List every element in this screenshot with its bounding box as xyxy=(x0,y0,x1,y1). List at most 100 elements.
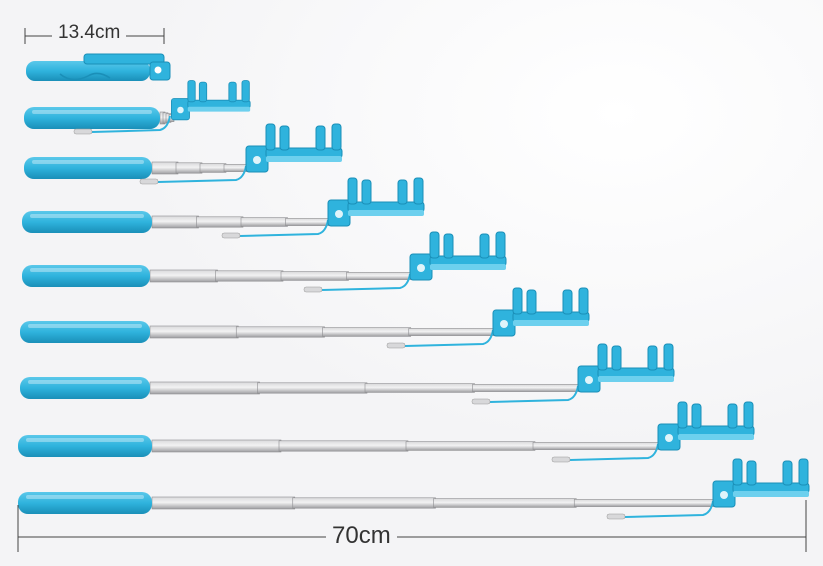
pole-segment xyxy=(199,163,227,173)
clamp-prong xyxy=(526,289,537,315)
clamp-prong xyxy=(743,401,754,429)
collapsed-length-label: 13.4cm xyxy=(52,23,127,42)
pole-segment xyxy=(532,442,663,450)
pole-segment xyxy=(573,499,718,507)
extended-length-label: 70cm xyxy=(326,524,397,548)
stick-handle xyxy=(24,157,152,179)
pole-segment xyxy=(292,497,436,509)
pole-segment xyxy=(472,384,583,392)
audio-plug xyxy=(139,178,159,185)
handle-shine xyxy=(30,268,142,272)
pole-segment xyxy=(280,271,349,281)
pole-segment xyxy=(149,325,239,339)
clamp-prong xyxy=(727,403,738,429)
audio-plug xyxy=(303,286,323,293)
handle-shine xyxy=(32,110,152,114)
stick-handle xyxy=(22,211,152,233)
clamp-screw xyxy=(720,491,728,499)
audio-plug xyxy=(73,128,93,135)
pole-segment xyxy=(151,439,282,453)
phone-clamp xyxy=(409,231,507,281)
phone-clamp xyxy=(657,401,755,451)
clamp-prong xyxy=(611,345,622,371)
selfie-stick xyxy=(22,231,507,293)
pole-segment xyxy=(235,326,325,338)
clamp-prong xyxy=(798,458,809,486)
clamp-pad xyxy=(430,264,506,270)
clamp-prong xyxy=(578,287,589,315)
phone-clamp xyxy=(577,343,675,393)
clamp-prong xyxy=(691,403,702,429)
pole-segment xyxy=(285,218,333,226)
pole-segment xyxy=(257,382,368,394)
pole-segment xyxy=(408,328,498,336)
clamp-prong xyxy=(315,125,326,151)
clamp-prong xyxy=(397,179,408,205)
pole-segment xyxy=(151,496,296,510)
clamp-prong xyxy=(241,80,250,103)
clamp-prong xyxy=(647,345,658,371)
phone-clamp xyxy=(245,123,343,173)
selfie-stick xyxy=(18,458,810,520)
pole-segment xyxy=(151,161,179,175)
clamp-prong xyxy=(347,177,358,205)
clamp-prong xyxy=(331,123,342,151)
stick-handle xyxy=(22,265,150,287)
selfie-stick xyxy=(24,123,343,185)
clamp-pad xyxy=(513,320,589,326)
pole-segment xyxy=(322,327,412,337)
clamp-prong xyxy=(361,179,372,205)
clamp-prong xyxy=(228,81,237,103)
pole-segment xyxy=(278,440,409,452)
clamp-screw xyxy=(335,210,343,218)
audio-plug xyxy=(221,232,241,239)
phone-clamp xyxy=(712,458,810,508)
stick-handle xyxy=(18,435,152,457)
clamp-prong xyxy=(187,80,196,103)
pole-segment xyxy=(149,381,260,395)
pole-segment xyxy=(346,272,415,280)
stick-handle xyxy=(24,107,160,129)
clamp-screw xyxy=(665,434,673,442)
pole-segment xyxy=(149,269,218,283)
clamp-prong xyxy=(265,123,276,151)
handle-shine xyxy=(26,495,144,499)
clamp-prong xyxy=(732,458,743,486)
clamp-prong xyxy=(443,233,454,259)
clamp-screw xyxy=(500,320,508,328)
clamp-screw xyxy=(177,106,184,114)
clamp-screw xyxy=(417,264,425,272)
phone-clamp xyxy=(327,177,425,227)
clamp-prong xyxy=(663,343,674,371)
clamp-prong xyxy=(198,81,208,103)
clamp-prong xyxy=(429,231,440,259)
phone-clamp xyxy=(171,80,251,121)
selfie-stick xyxy=(20,287,590,349)
clamp-prong xyxy=(746,460,757,486)
selfie-stick xyxy=(18,401,755,463)
clamp-pad xyxy=(598,376,674,382)
pole-segment xyxy=(405,441,536,451)
stick-handle xyxy=(18,492,152,514)
clamp-prong xyxy=(562,289,573,315)
selfie-stick xyxy=(26,53,171,81)
clamp-prong xyxy=(479,233,490,259)
pole-segment xyxy=(151,215,199,229)
clamp-pad xyxy=(187,106,251,112)
clamp-prong xyxy=(279,125,290,151)
clamp-screw xyxy=(253,156,261,164)
pole-segment xyxy=(215,270,284,282)
audio-plug xyxy=(386,342,406,349)
clamp-prong xyxy=(495,231,506,259)
audio-plug xyxy=(471,398,491,405)
clamp-prong xyxy=(597,343,608,371)
clamp-pad xyxy=(266,156,342,162)
clamp-screw xyxy=(154,66,162,74)
handle-shine xyxy=(26,438,144,442)
cable xyxy=(91,115,171,133)
clamp-pad xyxy=(678,434,754,440)
clamp-prong xyxy=(413,177,424,205)
clamp-screw xyxy=(585,376,593,384)
clamp-prong xyxy=(677,401,688,429)
